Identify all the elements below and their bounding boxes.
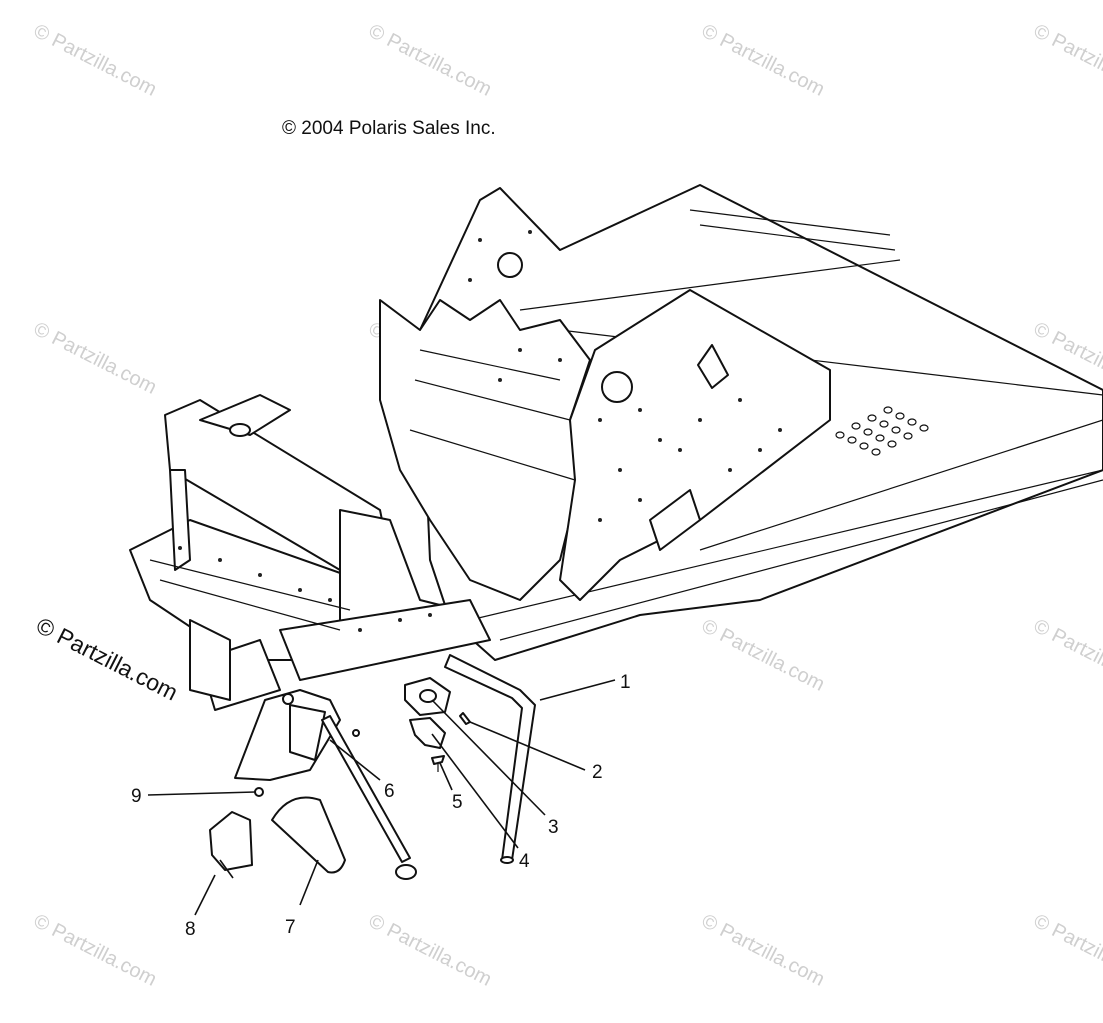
rivet-holes (468, 230, 782, 522)
part-2-pin (459, 712, 471, 725)
callout-8: 8 (185, 919, 196, 940)
part-7-boot (271, 796, 346, 874)
part-5-screw (431, 755, 445, 772)
part-1-tube (444, 654, 536, 864)
part-9-nut (254, 787, 264, 797)
part-3-clamp (404, 677, 451, 716)
bulkhead-holes (178, 546, 432, 632)
copyright-notice: © 2004 Polaris Sales Inc. (282, 118, 496, 139)
callout-9: 9 (131, 786, 142, 807)
leader-lines (147, 679, 616, 916)
callout-2: 2 (592, 762, 603, 783)
vent-holes (835, 406, 929, 456)
tunnel-assembly (379, 184, 1103, 661)
callout-3: 3 (548, 817, 559, 838)
front-bulkhead (129, 394, 491, 711)
callout-labels: 1 2 3 4 5 6 7 8 9 (131, 672, 631, 940)
callout-4: 4 (519, 851, 530, 872)
part-6-bracket (234, 689, 417, 880)
callout-5: 5 (452, 792, 463, 813)
part-8-loop (209, 811, 253, 879)
callout-7: 7 (285, 917, 296, 938)
callout-1: 1 (620, 672, 631, 693)
callout-6: 6 (384, 781, 395, 802)
